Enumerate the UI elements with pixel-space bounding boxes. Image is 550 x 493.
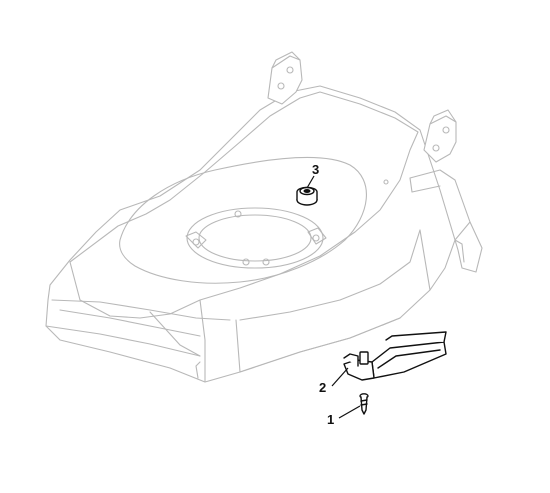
deflector-bracket xyxy=(343,353,359,367)
handle-bracket-right-hole-2 xyxy=(432,144,440,152)
deck-side-seam xyxy=(235,319,241,373)
deck-side-front-edge xyxy=(149,311,201,357)
mount-hole-1 xyxy=(192,238,200,246)
mount-tab-right xyxy=(307,227,327,245)
deck-skirt-edge xyxy=(239,229,421,321)
mount-hole-3 xyxy=(312,234,320,242)
deck-outer-shell xyxy=(45,85,483,383)
part-2-deflector xyxy=(343,331,447,381)
part-1-screw xyxy=(359,393,369,415)
leader-line-3 xyxy=(306,175,315,189)
screw-thread-1 xyxy=(360,399,368,402)
mount-tab-left xyxy=(185,231,207,249)
deck-rear-fold xyxy=(409,169,471,223)
deck-front-lip xyxy=(51,299,231,321)
deck-rear-clip xyxy=(454,239,465,263)
handle-bracket-left-edge xyxy=(271,51,301,69)
handle-bracket-right-edge xyxy=(429,109,457,125)
callout-1: 1 xyxy=(327,412,334,427)
motor-mount-ring-inner xyxy=(198,214,312,262)
handle-bracket-right-hole-1 xyxy=(442,126,450,134)
mower-deck-outline xyxy=(45,51,483,383)
part-3-nut xyxy=(296,186,318,206)
deck-front-corner xyxy=(195,361,201,379)
deck-front-groove xyxy=(59,309,201,337)
handle-bracket-left-hole-1 xyxy=(286,66,294,74)
deck-rear-side xyxy=(419,229,431,291)
deflector-plate-ridge xyxy=(377,349,441,369)
deck-skirt-lower xyxy=(239,317,401,373)
mount-hole-4 xyxy=(234,210,242,218)
deflector-plate xyxy=(371,341,447,379)
callout-2: 2 xyxy=(319,380,326,395)
mount-hole-5 xyxy=(262,258,270,266)
screw-thread-2 xyxy=(360,403,368,406)
leader-line-2 xyxy=(331,367,349,387)
mount-hole-6 xyxy=(383,179,389,185)
nut-bore xyxy=(303,189,311,193)
deck-front-lower-edge xyxy=(45,325,201,357)
motor-mount-ring-outer xyxy=(186,207,324,269)
engine-well xyxy=(119,156,367,284)
handle-bracket-left-hole-2 xyxy=(277,82,285,90)
deflector-arm xyxy=(343,359,375,381)
handle-bracket-right xyxy=(423,115,457,163)
deck-rear-fold-2 xyxy=(409,177,441,193)
deflector-hinge xyxy=(359,351,369,365)
deflector-top-edge xyxy=(385,331,447,343)
callout-3: 3 xyxy=(312,162,319,177)
handle-bracket-left xyxy=(267,55,303,105)
deck-side-panel xyxy=(199,299,206,383)
mount-hole-2 xyxy=(242,258,250,266)
leader-line-1 xyxy=(338,405,361,419)
